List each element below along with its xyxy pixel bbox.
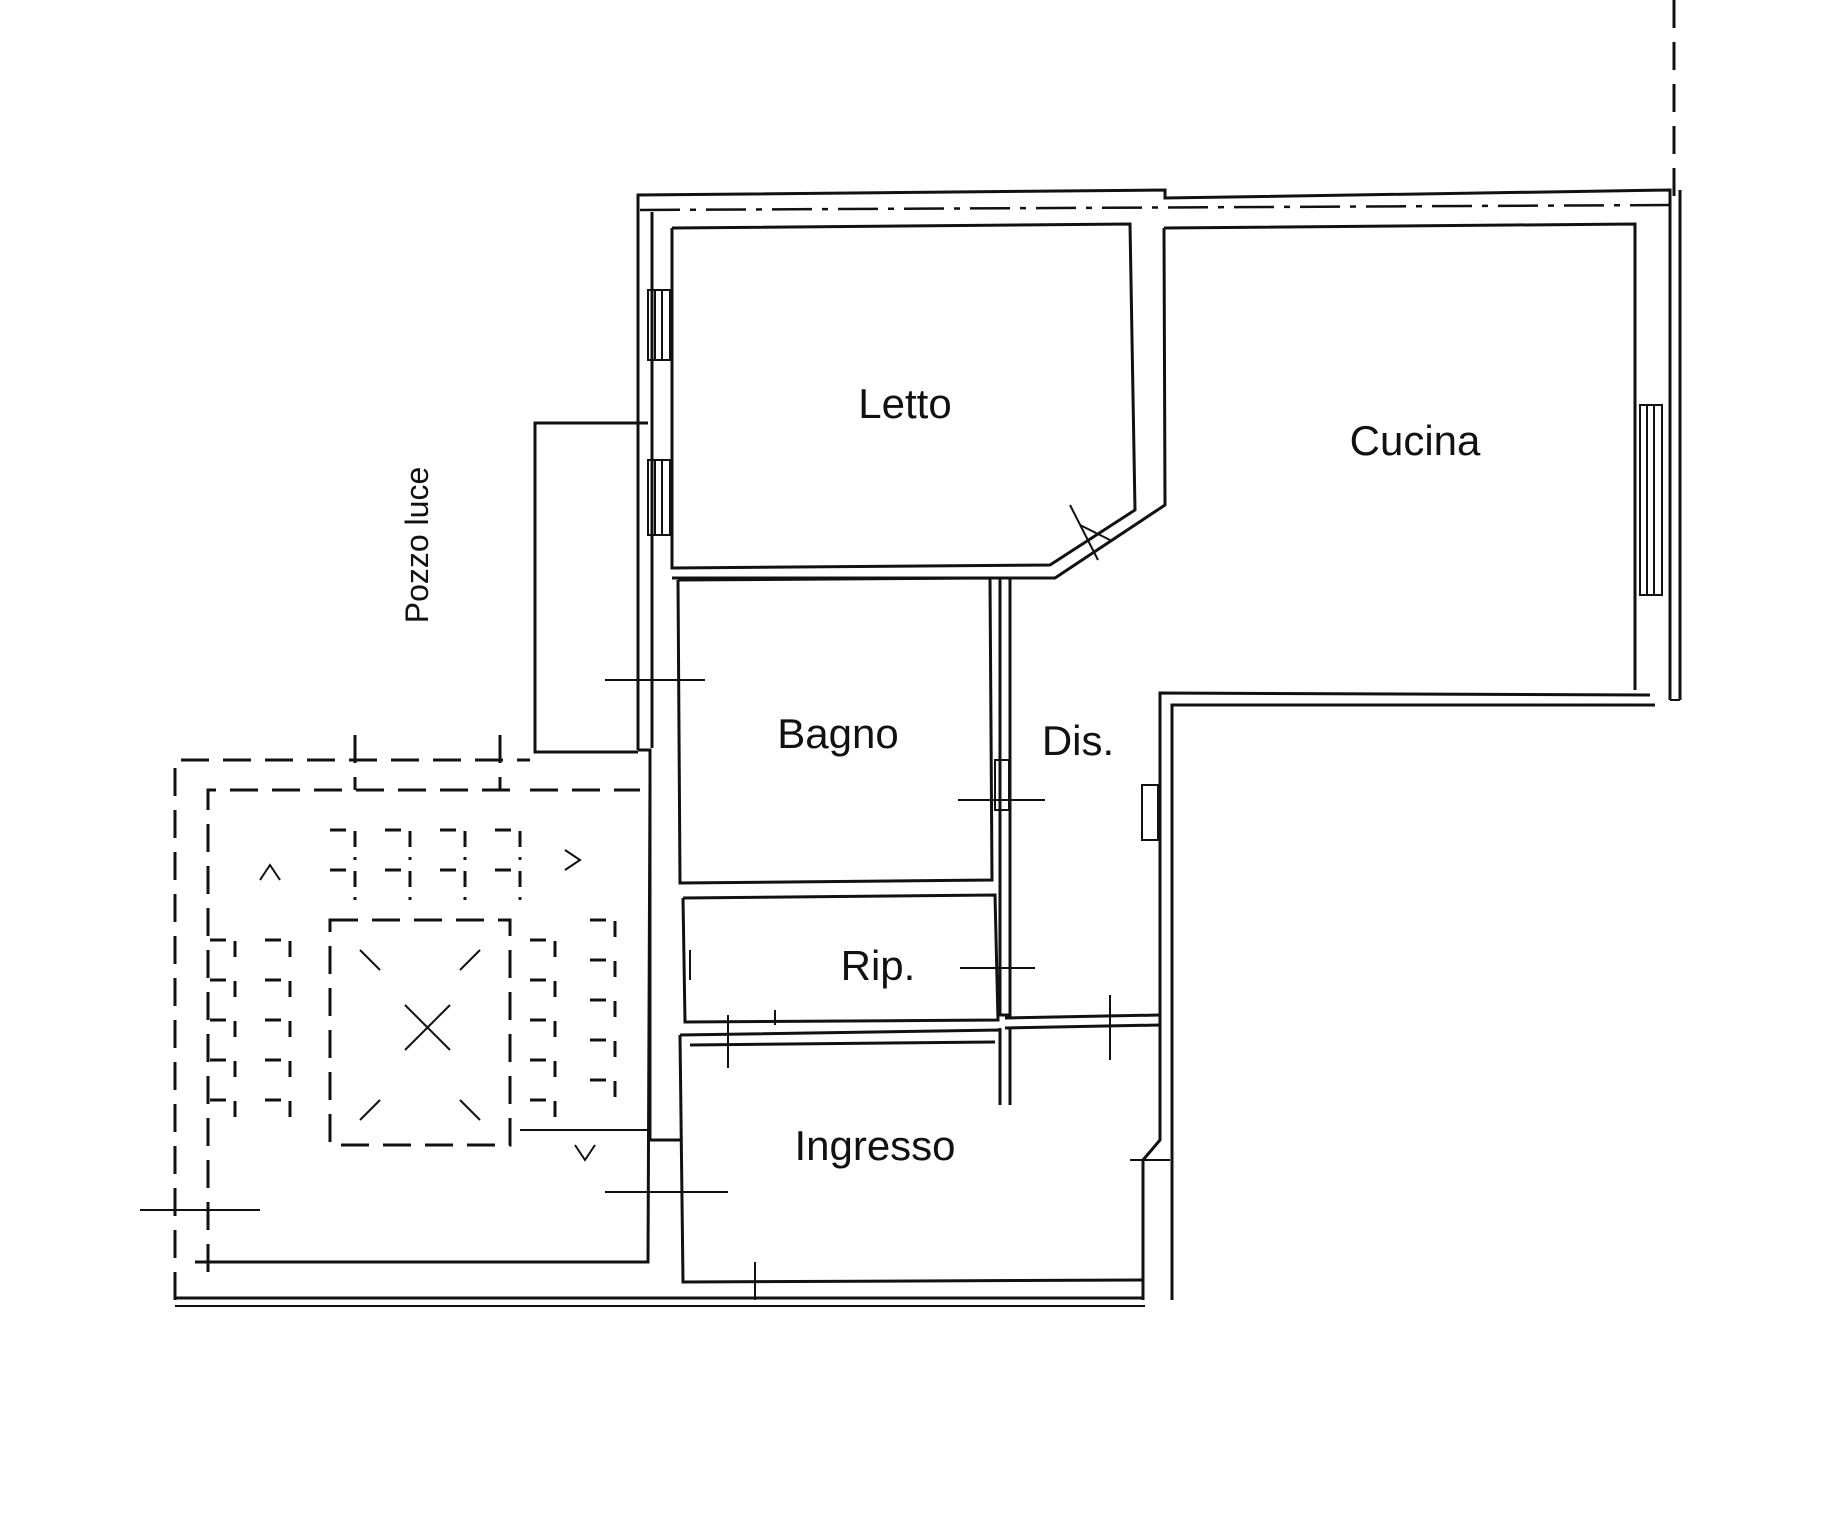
room-rip xyxy=(681,893,1035,1025)
pozzo-luce-outline xyxy=(533,421,648,754)
label-cucina: Cucina xyxy=(1350,417,1481,464)
label-bagno: Bagno xyxy=(777,710,898,757)
window-left-lower xyxy=(647,459,671,536)
window-cucina xyxy=(1639,404,1663,596)
label-rip: Rip. xyxy=(841,942,916,989)
stairwell xyxy=(140,735,650,1300)
room-bagno xyxy=(605,576,1045,1017)
room-dis xyxy=(998,784,1161,1105)
label-ingresso: Ingresso xyxy=(794,1122,955,1169)
room-letto xyxy=(670,222,1637,690)
room-ingresso xyxy=(605,1015,1170,1300)
property-boundary-right xyxy=(639,0,1677,212)
label-letto: Letto xyxy=(858,380,951,427)
window-left-upper xyxy=(647,289,671,361)
label-dis: Dis. xyxy=(1042,717,1114,764)
stair-region-walls xyxy=(195,748,680,1264)
outer-walls xyxy=(175,188,1682,1307)
label-pozzo-luce: Pozzo luce xyxy=(399,467,435,624)
